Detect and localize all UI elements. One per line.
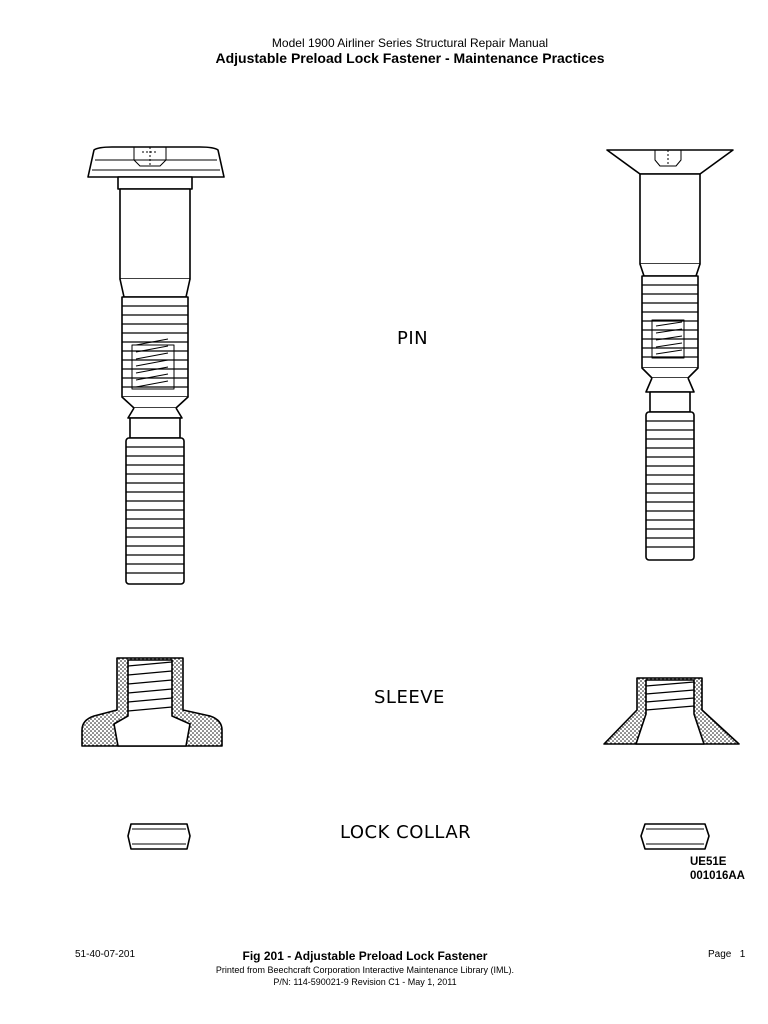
page-indicator: Page 1 — [708, 949, 745, 960]
figure-code: UE51E 001016AA — [690, 855, 745, 883]
part-number-revision: P/N: 114-590021-9 Revision C1 - May 1, 2… — [273, 977, 457, 987]
doc-reference: 51-40-07-201 — [75, 949, 136, 960]
lock-collar-right — [640, 823, 710, 850]
section-title: Adjustable Preload Lock Fastener - Maint… — [215, 50, 605, 66]
figure-code-line1: UE51E — [690, 856, 727, 868]
pin-countersunk-head — [606, 149, 734, 561]
sleeve-label: SLEEVE — [374, 687, 445, 708]
page-number: 1 — [739, 949, 746, 960]
figure-code-line2: 001016AA — [690, 870, 745, 882]
lock-collar-label: LOCK COLLAR — [340, 822, 472, 843]
pin-protruding-head — [87, 146, 225, 585]
pin-label: PIN — [397, 328, 429, 349]
printed-from-note: Printed from Beechcraft Corporation Inte… — [215, 965, 515, 975]
page-label: Page — [708, 949, 732, 960]
sleeve-protruding-head — [81, 657, 223, 747]
manual-title: Model 1900 Airliner Series Structural Re… — [271, 36, 549, 50]
figure-title: Fig 201 - Adjustable Preload Lock Fasten… — [242, 949, 488, 963]
sleeve-countersunk — [603, 677, 740, 745]
lock-collar-left — [127, 823, 191, 850]
